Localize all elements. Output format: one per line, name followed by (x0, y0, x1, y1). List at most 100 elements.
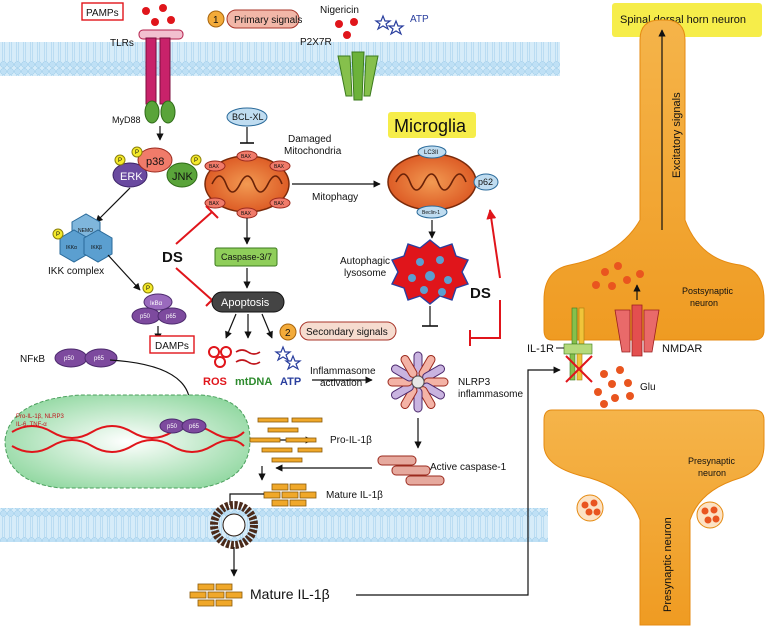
microglia-label: Microglia (394, 116, 467, 136)
svg-text:IKKβ: IKKβ (91, 245, 102, 251)
ikba-nfkb: P IκBα p50 p65 (131, 282, 187, 325)
il1r-label: IL-1R (527, 343, 554, 355)
inflammasome-activation-2: activation (320, 378, 362, 389)
ds-right-inhibition (470, 300, 501, 339)
svg-text:BAX: BAX (241, 211, 252, 217)
pro-il1b-bars (249, 417, 323, 463)
presynaptic-label-1: Presynaptic (688, 456, 736, 466)
ikk-complex: NEMO IKKα IKKβ P (52, 213, 113, 263)
nucleus: p50 p65 (4, 394, 251, 489)
atp-mid-label: ATP (280, 376, 301, 388)
active-caspase1 (377, 455, 445, 486)
ds-left-label: DS (162, 249, 183, 266)
glu-label: Glu (640, 382, 656, 393)
il1r-receptor (563, 307, 593, 383)
mtdna-icons (235, 349, 261, 365)
postsynaptic-label-2: neuron (690, 298, 718, 308)
nmdar-receptor (614, 284, 660, 357)
damaged-mitochondria: BAX BAX BAX BAX BAX BAX (204, 150, 291, 219)
active-caspase1-label: Active caspase-1 (430, 462, 507, 473)
mitophagy-mitochondria: LC3II p62 Beclin-1 (387, 145, 499, 219)
nigericin-label: Nigericin (320, 5, 359, 16)
svg-text:1: 1 (213, 15, 219, 26)
nucleus-genes-1: Pro-IL-1β, NLRP3 (16, 414, 64, 420)
svg-text:PAMPs: PAMPs (86, 8, 119, 19)
secondary-signals-badge: 2 Secondary signals (279, 321, 397, 341)
mature-il1b-bottom-bars (189, 583, 243, 607)
damps-box: DAMPs (149, 335, 195, 354)
caspase37-box: Caspase-3/7 (214, 247, 278, 267)
nigericin-dots (335, 18, 358, 39)
bclxl-oval: BCL-XL (226, 107, 268, 127)
presynaptic-label-2: neuron (698, 468, 726, 478)
svg-text:DAMPs: DAMPs (155, 341, 189, 352)
svg-text:p65: p65 (94, 356, 105, 362)
mtdna-label: mtDNA (235, 376, 272, 388)
ros-icons (208, 346, 232, 368)
pamps-dots (142, 4, 175, 26)
svg-text:Primary signals: Primary signals (234, 15, 302, 26)
glu-released (594, 366, 634, 408)
svg-text:2: 2 (285, 328, 291, 339)
svg-text:JNK: JNK (172, 171, 193, 183)
mature-il1b-mid-label: Mature IL-1β (326, 490, 383, 501)
p2x7r-label: P2X7R (300, 37, 332, 48)
mitophagy-label: Mitophagy (312, 192, 358, 203)
postsynaptic-neuron (543, 19, 765, 341)
il1b-to-il1r-connector (356, 366, 561, 596)
svg-text:P: P (118, 158, 122, 164)
svg-text:ERK: ERK (120, 171, 143, 183)
bottom-membrane (0, 508, 548, 542)
svg-text:p65: p65 (166, 314, 177, 320)
ds-right-arrow (486, 209, 501, 279)
svg-text:Caspase-3/7: Caspase-3/7 (221, 252, 272, 262)
atp-stars-mid (274, 345, 302, 371)
svg-text:p65: p65 (189, 424, 200, 430)
svg-text:P: P (146, 286, 150, 292)
nucleus-genes-2: IL-6, TNF-α (16, 422, 47, 428)
ros-label: ROS (203, 376, 227, 388)
nlrp3-label-2: inflammasome (458, 389, 523, 400)
primary-signals-badge: 1 Primary signals (207, 9, 302, 29)
nfkb-complex: p50 p65 (54, 348, 118, 368)
p2x7r-channel (337, 51, 379, 101)
autophagic-label-2: lysosome (344, 268, 387, 279)
svg-text:P: P (56, 232, 60, 238)
postsynaptic-label-1: Postsynaptic (682, 286, 734, 296)
mature-il1b-mid-bars (263, 483, 317, 507)
nfkb-label: NFκB (20, 354, 45, 365)
svg-text:p50: p50 (140, 314, 151, 320)
svg-text:BAX: BAX (274, 164, 285, 170)
pamps-box: PAMPs (81, 2, 124, 21)
tlrs-label: TLRs (110, 38, 134, 49)
ds-right-label: DS (470, 285, 491, 302)
excitatory-label: Excitatory signals (671, 92, 683, 178)
nlrp3-inflammasome (387, 351, 449, 413)
pro-il1b-label: Pro-IL-1β (330, 435, 372, 446)
release-channel (210, 501, 258, 549)
spinal-neuron-label: Spinal dorsal horn neuron (620, 14, 746, 26)
nlrp3-label-1: NLRP3 (458, 377, 491, 388)
tlr-receptor (138, 29, 184, 141)
svg-text:LC3II: LC3II (424, 150, 439, 156)
svg-text:BCL-XL: BCL-XL (232, 112, 264, 122)
ikk-complex-label: IKK complex (48, 266, 104, 277)
svg-text:IKKα: IKKα (66, 245, 77, 251)
svg-text:BAX: BAX (209, 164, 220, 170)
svg-text:NEMO: NEMO (78, 228, 93, 234)
atp-stars-top (374, 14, 405, 36)
svg-text:P: P (135, 150, 139, 156)
autophagic-label-1: Autophagic (340, 256, 390, 267)
mapk-group: ERK p38 JNK P P P (112, 146, 202, 188)
svg-text:Apoptosis: Apoptosis (221, 297, 270, 309)
svg-text:BAX: BAX (241, 154, 252, 160)
presynaptic-vesicles (576, 494, 724, 529)
svg-text:Beclin-1: Beclin-1 (422, 210, 440, 216)
svg-text:p50: p50 (167, 424, 178, 430)
svg-text:Secondary signals: Secondary signals (306, 327, 388, 338)
svg-text:BAX: BAX (274, 201, 285, 207)
svg-text:BAX: BAX (209, 201, 220, 207)
presynaptic-vertical-label: Presynaptic neuron (662, 517, 674, 612)
top-membrane (0, 42, 560, 76)
